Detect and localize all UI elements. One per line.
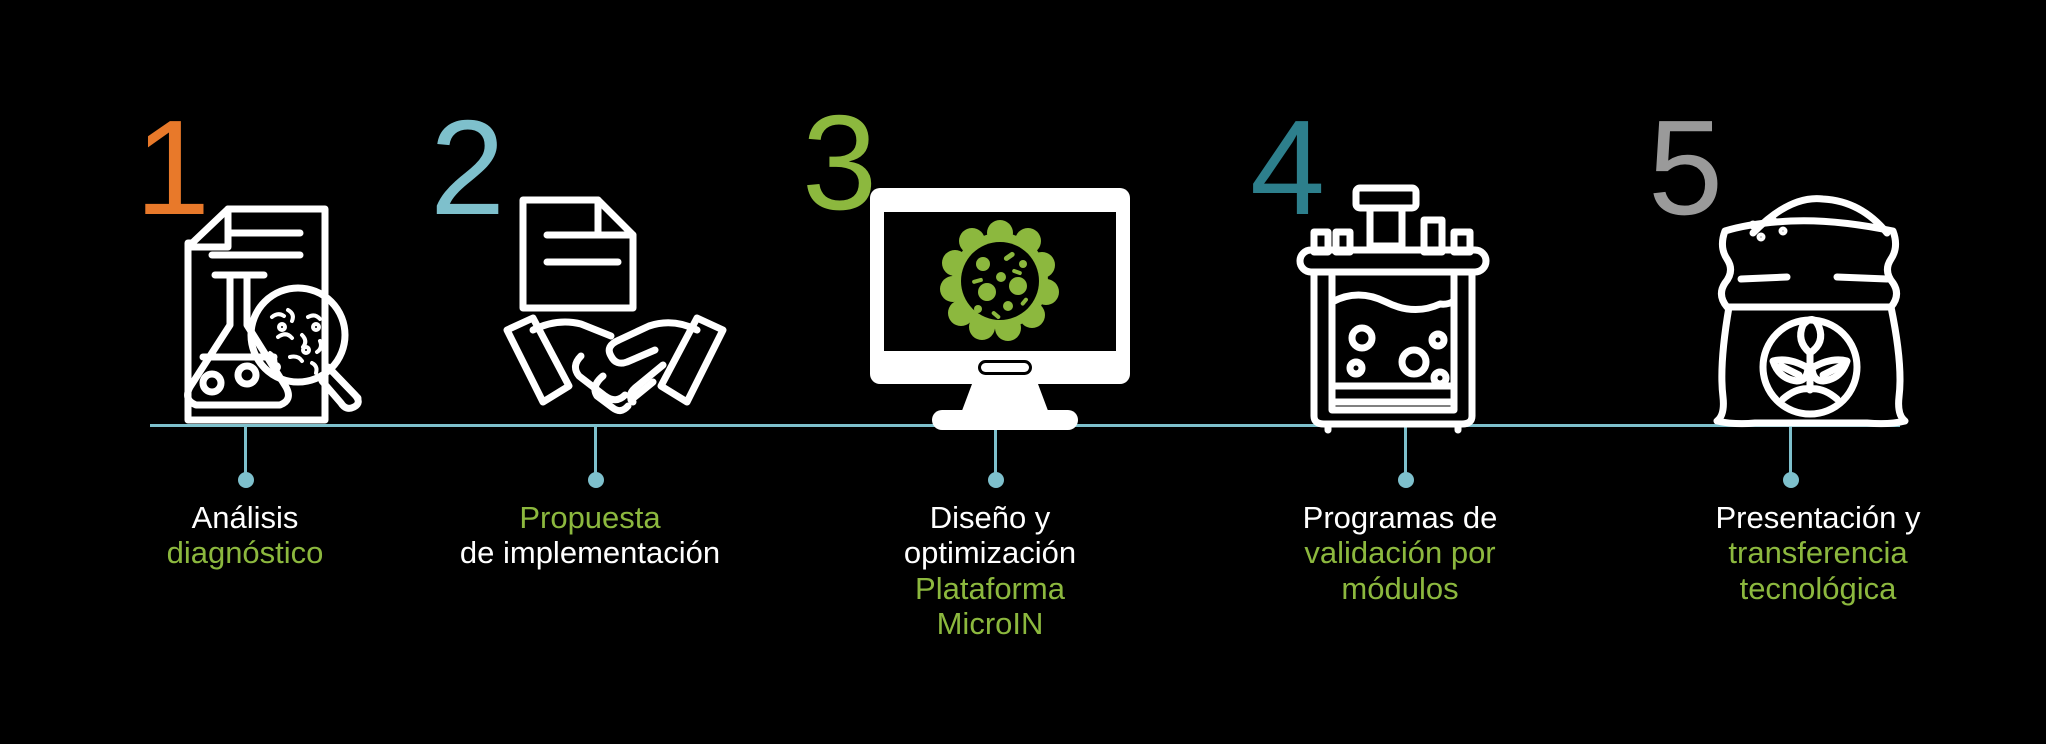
step-2-caption: Propuesta de implementación [380, 500, 800, 571]
step-2-number: 2 [430, 92, 505, 243]
fertilizer-sack-plant-icon [1695, 185, 1945, 428]
step-3[interactable]: 3 [780, 0, 1200, 744]
step-5-caption-line-3: tecnológica [1739, 570, 1897, 606]
step-1-caption-line-2: diagnóstico [166, 535, 324, 571]
timeline-drop-line-5 [1789, 424, 1792, 480]
step-5-number: 5 [1648, 92, 1723, 243]
step-5-caption: Presentación y transferencia tecnológica [1590, 500, 2046, 606]
step-3-number: 3 [802, 87, 877, 238]
step-1[interactable]: 1 [0, 0, 400, 744]
step-3-caption-line-1: Diseño y [929, 500, 1051, 535]
timeline-dot-5 [1783, 472, 1799, 488]
handshake-document-icon [485, 190, 745, 420]
step-1-caption: Análisis diagnóstico [60, 500, 430, 571]
timeline-dot-3 [988, 472, 1004, 488]
step-5-caption-line-1: Presentación y [1715, 500, 1921, 535]
step-4-caption: Programas de validación por módulos [1190, 500, 1610, 606]
step-2-caption-line-2: de implementación [459, 535, 721, 571]
step-1-caption-line-1: Análisis [191, 500, 299, 535]
bioreactor-fermenter-icon [1296, 180, 1520, 434]
step-2-caption-line-1: Propuesta [519, 500, 661, 535]
step-5-caption-line-2: transferencia [1728, 535, 1908, 571]
step-2[interactable]: 2 Propuest [380, 0, 800, 744]
step-3-caption-line-3: Plataforma [915, 570, 1065, 606]
timeline-drop-line-4 [1404, 424, 1407, 480]
step-4[interactable]: 4 [1190, 0, 1610, 744]
timeline-drop-line-1 [244, 424, 247, 480]
step-4-caption-line-3: módulos [1341, 570, 1459, 606]
step-3-caption: Diseño y optimización Plataforma MicroIN [780, 500, 1200, 641]
timeline-dot-4 [1398, 472, 1414, 488]
step-4-number: 4 [1250, 92, 1325, 243]
timeline-dot-1 [238, 472, 254, 488]
timeline-drop-line-2 [594, 424, 597, 480]
step-4-caption-line-2: validación por [1304, 535, 1496, 571]
monitor-petri-dish-icon [860, 180, 1150, 430]
step-1-number: 1 [135, 92, 210, 243]
step-3-caption-line-2: optimización [903, 535, 1077, 571]
timeline-drop-line-3 [994, 424, 997, 480]
document-flask-microscope-icon [130, 195, 370, 435]
step-3-caption-line-4: MicroIN [936, 605, 1044, 641]
step-4-caption-line-1: Programas de [1302, 500, 1498, 535]
timeline-dot-2 [588, 472, 604, 488]
step-5[interactable]: 5 [1590, 0, 2046, 744]
